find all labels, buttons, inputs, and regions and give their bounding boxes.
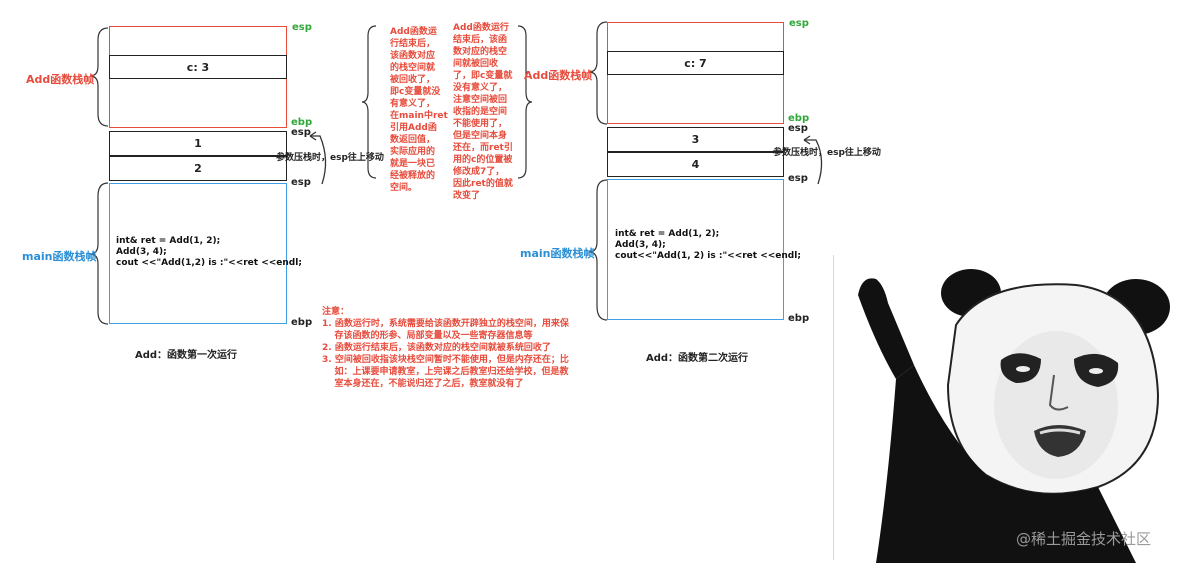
right-code-line-3: cout<<"Add(1, 2) is :"<<ret <<endl;: [615, 251, 801, 261]
annotation1-line: 被回收了，: [390, 75, 436, 85]
annotation2-line: 但是空间本身: [453, 131, 508, 141]
right-add-brace: [588, 21, 608, 125]
annotation2-line: 没有意义了，: [453, 83, 508, 93]
note-line: 1. 函数运行时，系统需要给该函数开辟独立的栈空间，用来保: [322, 319, 569, 329]
left-caption: Add：函数第一次运行: [135, 350, 238, 361]
left-code-line-1: int& ret = Add(1, 2);: [116, 236, 221, 246]
right-param-slot-2: 4: [607, 152, 784, 177]
note-line: 如：上课要申请教室，上完课之后教室归还给学校，但是教: [322, 367, 569, 377]
left-main-stack-frame: [109, 183, 287, 324]
left-main-frame-label: main函数栈帧: [22, 250, 97, 263]
right-add-frame-label: Add函数栈帧: [524, 69, 593, 82]
annotation1-line: 该函数对应: [390, 51, 436, 61]
watermark: @稀土掘金技术社区: [1016, 530, 1152, 548]
right-main-stack-frame: [607, 179, 784, 320]
annotation1-line: 经被释放的: [390, 171, 436, 181]
right-ebp-add-label: ebp: [788, 113, 810, 124]
left-code-line-2: Add(3, 4);: [116, 247, 167, 257]
right-param-slot-1: 3: [607, 127, 784, 152]
annotation2-line: 改变了: [453, 191, 481, 201]
note-line: 2. 函数运行结束后，该函数对应的栈空间就被系统回收了: [322, 343, 551, 353]
left-main-brace: [89, 182, 109, 325]
left-param-slot-2: 2: [109, 156, 287, 181]
annotation1-line: 实际应用的: [390, 147, 436, 157]
left-c-variable-slot: c: 3: [109, 55, 287, 79]
annotation1-line: 在main中ret: [390, 111, 448, 121]
annotation1-line: 引用Add函: [390, 123, 437, 133]
left-code-line-3: cout <<"Add(1,2) is :"<<ret <<endl;: [116, 258, 302, 268]
annotation1-line: 就是一块已: [390, 159, 436, 169]
note-line: 存该函数的形参、局部变量以及一些寄存器信息等: [322, 331, 533, 341]
right-c-variable-slot: c: 7: [607, 51, 784, 75]
left-main-code: int& ret = Add(1, 2); Add(3, 4); cout <<…: [116, 236, 302, 269]
right-push-text: 参数压栈时，esp往上移动: [773, 148, 881, 158]
note-line: 3. 空间被回收指该块栈空间暂时不能使用，但是内存还在；比: [322, 355, 569, 365]
right-push-arrow: [803, 135, 823, 185]
left-braces: [89, 27, 109, 325]
right-braces: [588, 21, 608, 321]
annotation1-line: 数返回值，: [390, 135, 436, 145]
right-esp-after-label: esp: [788, 173, 808, 184]
annotation1-line: 行结束后，: [390, 39, 436, 49]
left-esp-after-label: esp: [291, 177, 311, 188]
left-push-text: 参数压栈时，esp往上移动: [276, 153, 384, 163]
annotation1-brace: [362, 25, 377, 179]
annotation2-brace: [517, 25, 533, 179]
right-code-line-1: int& ret = Add(1, 2);: [615, 229, 720, 239]
panda-meme-image: [858, 269, 1170, 563]
right-code-line-2: Add(3, 4);: [615, 240, 666, 250]
image-divider: [833, 255, 834, 560]
right-esp-mid-label: esp: [788, 123, 808, 134]
left-add-brace: [89, 27, 109, 127]
annotation2-line: 收指的是空间: [453, 107, 508, 117]
annotation2-line: 因此ret的值就: [453, 179, 513, 189]
left-add-frame-label: Add函数栈帧: [26, 73, 95, 86]
annotation2-line: 间就被回收: [453, 59, 499, 69]
right-esp-top-label: esp: [789, 18, 809, 29]
left-param-slot-1: 1: [109, 131, 287, 156]
left-ebp-add-label: ebp: [291, 117, 313, 128]
annotation2-line: 用的c的位置被: [453, 155, 513, 165]
right-main-frame-label: main函数栈帧: [520, 247, 595, 260]
annotation2-line: 还在，而ret引: [453, 143, 513, 153]
left-esp-top-label: esp: [292, 22, 312, 33]
annotation2-line: 了，即c变量就: [453, 71, 513, 81]
notes-block: 注意： 1. 函数运行时，系统需要给该函数开辟独立的栈空间，用来保 存该函数的形…: [322, 306, 569, 390]
right-main-code: int& ret = Add(1, 2); Add(3, 4); cout<<"…: [615, 229, 801, 262]
annotation1-text: Add函数运 行结束后， 该函数对应 的栈空间就 被回收了， 即c变量就没 有意…: [390, 26, 448, 194]
right-main-brace: [588, 179, 608, 321]
note-line: 注意：: [322, 307, 350, 317]
annotation1-line: 即c变量就没: [390, 87, 441, 97]
annotation2-line: 修改成7了，: [453, 167, 505, 177]
annotation2-line: 结束后，该函: [453, 35, 508, 45]
annotation1-line: 有意义了，: [390, 99, 436, 109]
right-caption: Add：函数第二次运行: [646, 353, 749, 364]
annotation2-text: Add函数运行 结束后，该函 数对应的栈空 间就被回收 了，即c变量就 没有意义…: [453, 22, 513, 202]
annotation1-line: Add函数运: [390, 27, 437, 37]
note-line: 室本身还在，不能说归还了之后，教室就没有了: [322, 379, 524, 389]
left-esp-mid-label: esp: [291, 127, 311, 138]
annotation2-line: 注意空间被回: [453, 95, 508, 105]
annotation2-line: Add函数运行: [453, 23, 509, 33]
right-ebp-main-label: ebp: [788, 313, 810, 324]
annotation2-line: 数对应的栈空: [453, 47, 508, 57]
annotation1-line: 的栈空间就: [390, 63, 436, 73]
left-ebp-main-label: ebp: [291, 317, 313, 328]
annotation2-line: 不能使用了，: [453, 119, 508, 129]
left-push-arrow: [309, 131, 327, 185]
annotation1-line: 空间。: [390, 183, 418, 193]
